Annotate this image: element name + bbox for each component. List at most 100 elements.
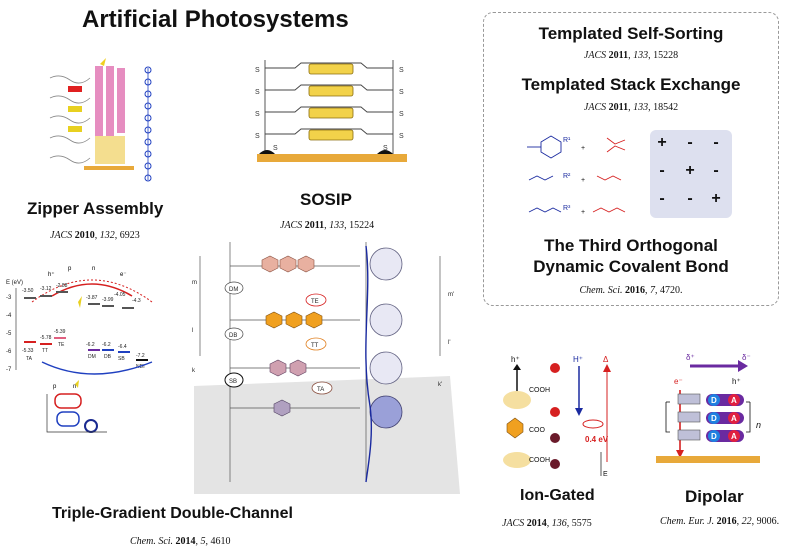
self-sorting-citation: JACS 2011, 133, 15228: [583, 50, 679, 61]
repeat-label: k': [438, 382, 442, 388]
sosip-s-label: S: [399, 89, 404, 96]
level-value: -4.3: [132, 298, 141, 304]
sosip-s-label: S: [399, 67, 404, 74]
zipper-red-unit: [68, 86, 82, 92]
reaction-r3-label: R³: [563, 205, 571, 212]
matrix-cell: +: [657, 134, 667, 151]
dynamic-covalent-panel: [483, 12, 779, 306]
repeat-n-label: n: [756, 420, 761, 430]
delta-plus-label: δ⁺: [686, 353, 695, 362]
sosip-unit-1: [308, 63, 354, 75]
ion-h-plus-label: H⁺: [573, 355, 583, 364]
level-value: -4.05: [114, 292, 126, 298]
schematic-n-label: n: [73, 384, 76, 390]
structure-tag: SB: [229, 379, 237, 385]
repeat-label: k: [192, 368, 196, 374]
sosip-s-label: S: [273, 145, 278, 152]
reaction-plus: +: [581, 177, 585, 184]
sosip-s-label: S: [255, 111, 260, 118]
energy-tick: -7: [6, 367, 12, 373]
matrix-cell: -: [713, 134, 719, 151]
sosip-s-label: S: [255, 133, 260, 140]
reaction-r2-label: R²: [563, 173, 571, 180]
donor-label: D: [711, 396, 717, 405]
level-label: DB: [104, 354, 112, 360]
sosip-unit-3: [308, 107, 354, 119]
level-value: -7.2: [136, 353, 145, 359]
structure-tag: TA: [317, 387, 324, 393]
dipolar-title: Dipolar: [685, 487, 744, 506]
dipolar-gold-surface: [656, 456, 760, 463]
energy-tick: -6: [6, 349, 12, 355]
schematic-p-label: p: [53, 384, 57, 390]
sosip-unit-2: [308, 85, 354, 97]
level-value: -3.99: [102, 297, 114, 303]
dipolar-citation: Chem. Eur. J. 2016, 22, 9006.: [660, 516, 780, 527]
charge-label-h: h⁺: [48, 271, 55, 278]
third-orthogonal-citation: Chem. Sci. 2016, 7, 4720.: [579, 285, 683, 296]
charge-label-p: p: [68, 266, 72, 272]
dipolar-diagram: δ⁺ δ⁻ e⁻ h⁺ D A D A D A n: [656, 353, 761, 463]
repeat-label: l': [448, 340, 450, 346]
level-value: -5.39: [54, 329, 66, 335]
dipolar-e-label: e⁻: [674, 377, 683, 386]
matrix-cell: -: [659, 162, 665, 179]
triple-channel-structure: m l k m' l' k' DM DB SB TE TT TA: [192, 242, 460, 494]
repeat-label: l: [192, 328, 193, 334]
energy-axis-e: E: [603, 471, 608, 478]
level-label: TA: [26, 356, 33, 362]
level-value: -3.12: [40, 286, 52, 292]
delta-label: Δ: [603, 355, 609, 364]
energy-gap-label: 0.4 eV: [585, 435, 609, 444]
sosip-title: SOSIP: [300, 190, 352, 209]
sosip-s-label: S: [399, 111, 404, 118]
reaction-schemes: R¹ R² R³ + + +: [527, 135, 626, 216]
level-value: -6.2: [102, 342, 111, 348]
level-label: NDI: [136, 364, 145, 370]
ion-gated-title: Ion-Gated: [520, 487, 595, 504]
zipper-title: Zipper Assembly: [27, 199, 164, 218]
acceptor-label: A: [731, 432, 737, 441]
structure-tag: DM: [229, 287, 238, 293]
matrix-cell: -: [713, 162, 719, 179]
channel-schematic: p n: [46, 380, 107, 433]
zipper-citation: JACS 2010, 132, 6923: [50, 230, 140, 241]
cooh-label: COOH: [529, 387, 550, 394]
third-orthogonal-title: The Third Orthogonal Dynamic Covalent Bo…: [533, 236, 729, 276]
repeat-label: m: [192, 280, 197, 286]
cooh-label: COOH: [529, 457, 550, 464]
ion-gated-citation: JACS 2014, 136, 5575: [502, 518, 592, 529]
sosip-diagram: S S S S S S S S S S: [255, 60, 407, 162]
energy-level-diagram: E (eV) -3 -4 -5 -6 -7 p n e⁻ h⁺ -3.50 -3…: [6, 266, 153, 375]
matrix-cell: +: [711, 190, 721, 207]
sosip-s-label: S: [255, 67, 260, 74]
orthogonality-matrix: + - - - + - - - +: [650, 130, 732, 218]
reaction-plus: +: [581, 209, 585, 216]
reaction-r1-label: R¹: [563, 137, 571, 144]
sosip-s-label: S: [399, 133, 404, 140]
sosip-unit-4: [308, 129, 354, 141]
level-value: -3.87: [86, 295, 98, 301]
ion-h-label: h⁺: [511, 355, 520, 364]
matrix-cell: -: [659, 190, 665, 207]
main-title: Artificial Photosystems: [82, 6, 349, 33]
repeat-label: m': [448, 292, 454, 298]
level-value: -5.33: [22, 348, 34, 354]
sosip-citation: JACS 2011, 133, 15224: [280, 220, 375, 231]
delta-minus-label: δ⁻: [742, 353, 751, 362]
sosip-s-label: S: [383, 145, 388, 152]
acceptor-label: A: [731, 414, 737, 423]
acceptor-label: A: [731, 396, 737, 405]
zipper-assembly-diagram: [49, 58, 152, 182]
level-value: -2.88: [56, 283, 68, 289]
energy-tick: -4: [6, 313, 12, 319]
matrix-cell: -: [687, 190, 693, 207]
level-label: TT: [42, 348, 48, 354]
stack-exchange-citation: JACS 2011, 133, 18542: [583, 102, 679, 113]
level-value: -5.78: [40, 335, 52, 341]
level-value: -6.2: [86, 342, 95, 348]
structure-tag: TE: [311, 299, 319, 305]
self-sorting-title: Templated Self-Sorting: [538, 24, 724, 43]
ion-gated-diagram: h⁺ COOH COO COOH H⁺ Δ 0.4 eV E: [503, 355, 611, 478]
charge-label-e: e⁻: [120, 272, 127, 278]
